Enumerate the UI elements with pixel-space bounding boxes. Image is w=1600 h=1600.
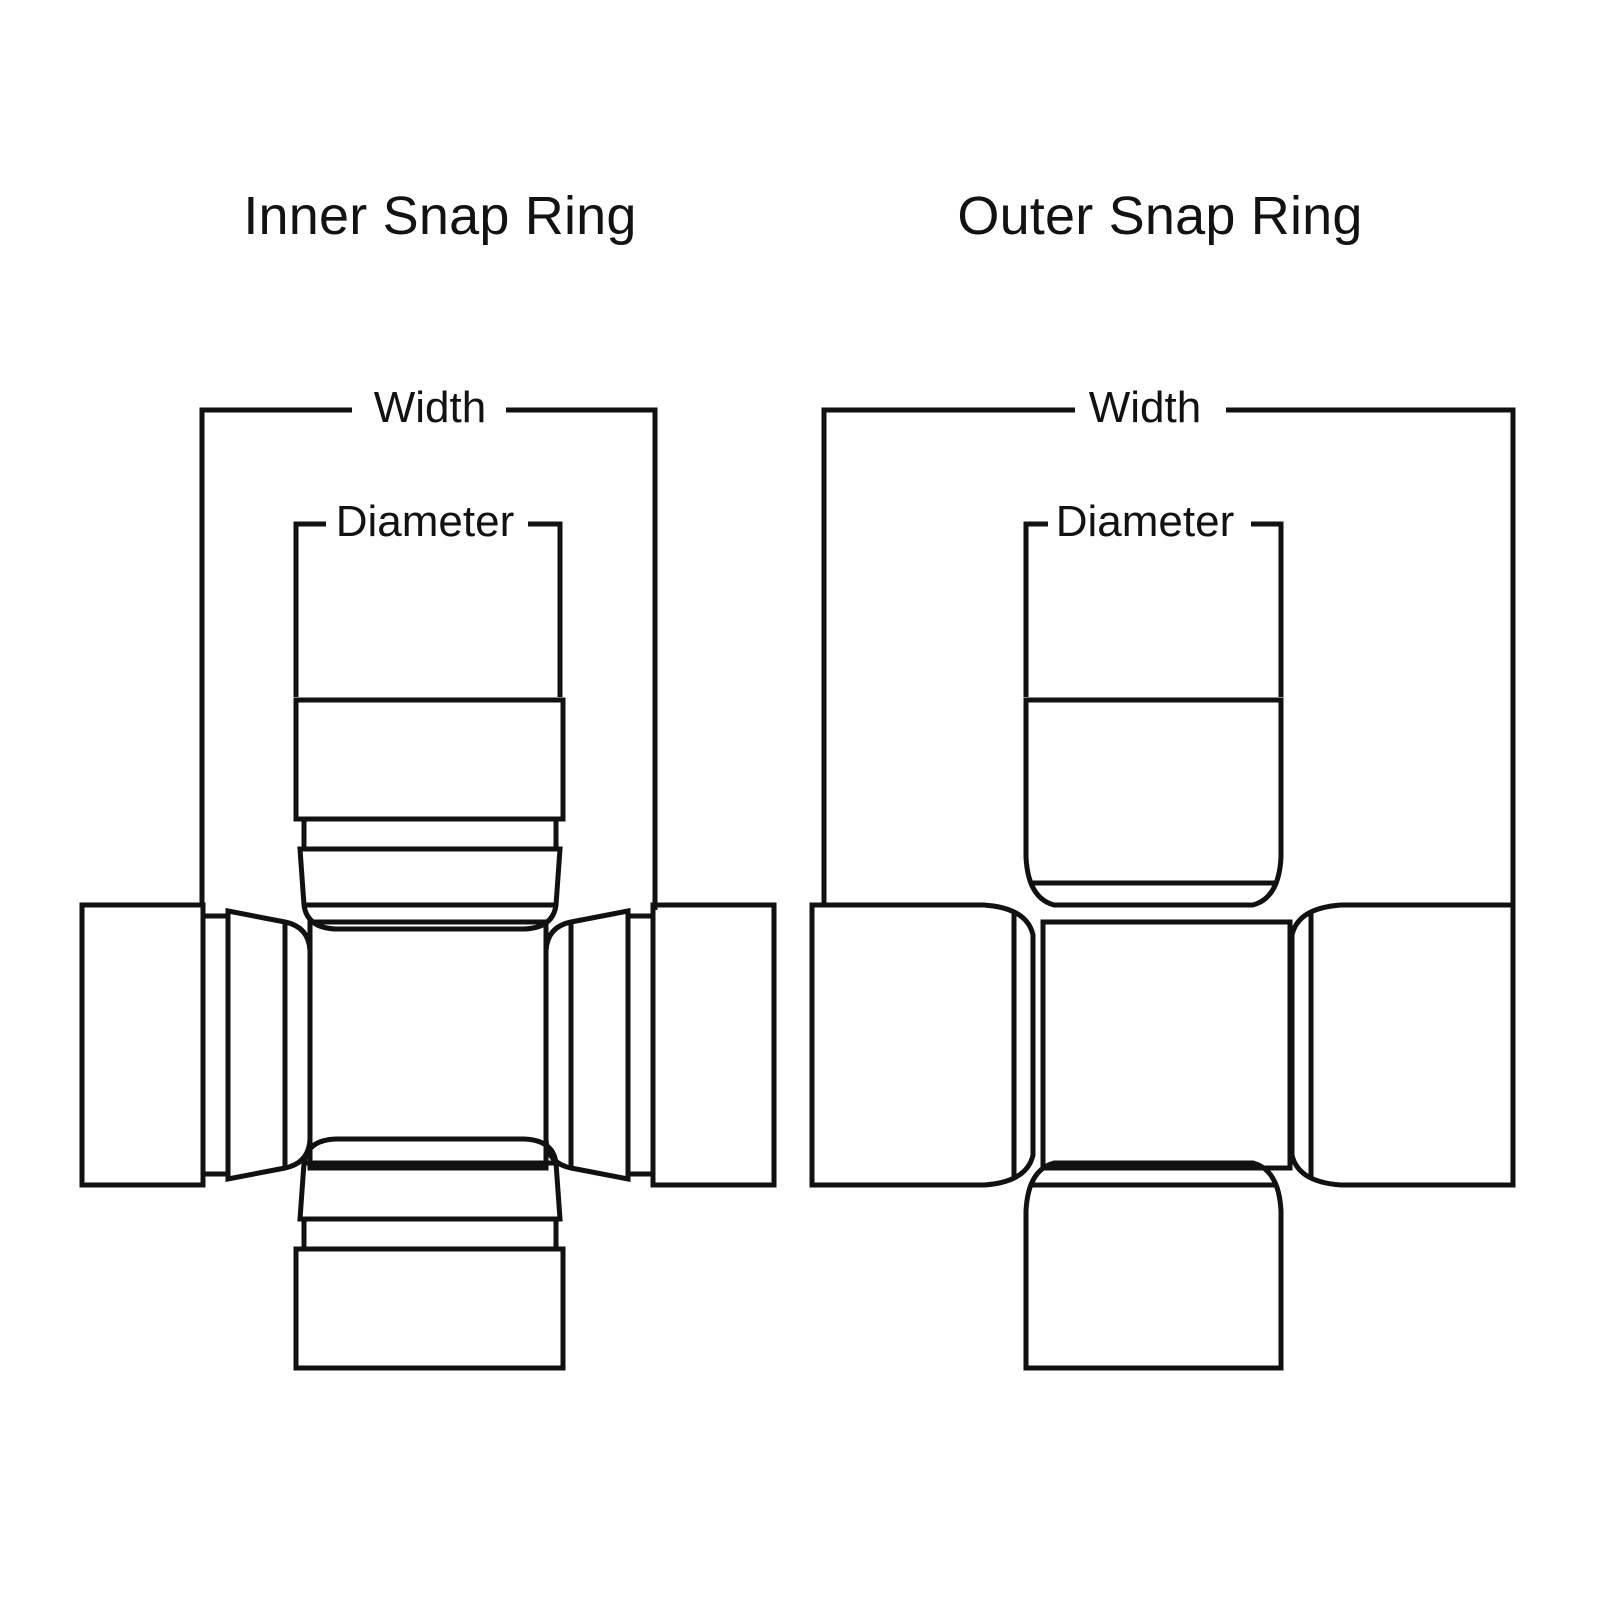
diameter-leader-left-outer [1023, 521, 1048, 697]
width-dimension-outer [821, 407, 1516, 910]
right-arm-inner [543, 902, 777, 1188]
bottom-arm-outer [1023, 1160, 1284, 1371]
width-dimension-inner [199, 407, 658, 910]
inner-snap-ring-drawing [79, 407, 777, 1371]
dimension-label-width-inner: Width [373, 383, 487, 432]
right-bearing-cap-outer [1289, 902, 1516, 1188]
left-arm-inner [79, 902, 313, 1188]
top-snap-ring-groove-inner [301, 816, 559, 852]
top-bearing-cap-inner [293, 697, 566, 822]
diameter-dimension-inner [293, 521, 563, 697]
bottom-snap-ring-groove-inner [301, 1216, 559, 1252]
bottom-bearing-cap-inner [293, 1246, 566, 1371]
left-bearing-cap-inner [79, 902, 206, 1188]
diameter-dimension-outer [1023, 521, 1284, 697]
right-bearing-cap-inner [650, 902, 777, 1188]
bottom-bearing-cap-outer [1023, 1160, 1284, 1371]
dimension-label-diameter-inner: Diameter [335, 497, 515, 546]
top-arm-outer [1023, 697, 1284, 908]
bottom-arm-inner [293, 1136, 566, 1371]
left-arm-outer [809, 902, 1036, 1188]
left-snap-ring-groove-inner [200, 913, 231, 1177]
dimension-label-diameter-outer: Diameter [1055, 497, 1235, 546]
panel-title-inner-snap-ring: Inner Snap Ring [243, 186, 637, 246]
width-leader-right-inner [506, 407, 658, 910]
bottom-trunnion-shoulder-inner [297, 1136, 563, 1222]
width-leader-left-inner [199, 407, 352, 905]
center-cross-body-inner [307, 919, 549, 1171]
panel-title-outer-snap-ring: Outer Snap Ring [957, 186, 1363, 246]
right-arm-outer [1289, 902, 1516, 1188]
outer-snap-ring-drawing [809, 407, 1516, 1371]
right-trunnion-shoulder-inner [543, 907, 631, 1183]
left-bearing-cap-outer [809, 902, 1036, 1188]
dimension-label-width-outer: Width [1088, 383, 1202, 432]
left-trunnion-shoulder-inner [225, 907, 313, 1183]
diameter-leader-left-inner [293, 521, 326, 697]
top-trunnion-shoulder-inner [297, 846, 563, 932]
width-leader-right-outer [1226, 407, 1516, 910]
right-snap-ring-groove-inner [625, 913, 656, 1177]
center-cross-body-outer [1040, 919, 1293, 1171]
top-arm-inner [293, 697, 566, 932]
diameter-leader-right-outer [1251, 521, 1284, 697]
top-bearing-cap-outer [1023, 697, 1284, 908]
width-leader-left-outer [821, 407, 1075, 905]
diameter-leader-right-inner [528, 521, 563, 697]
